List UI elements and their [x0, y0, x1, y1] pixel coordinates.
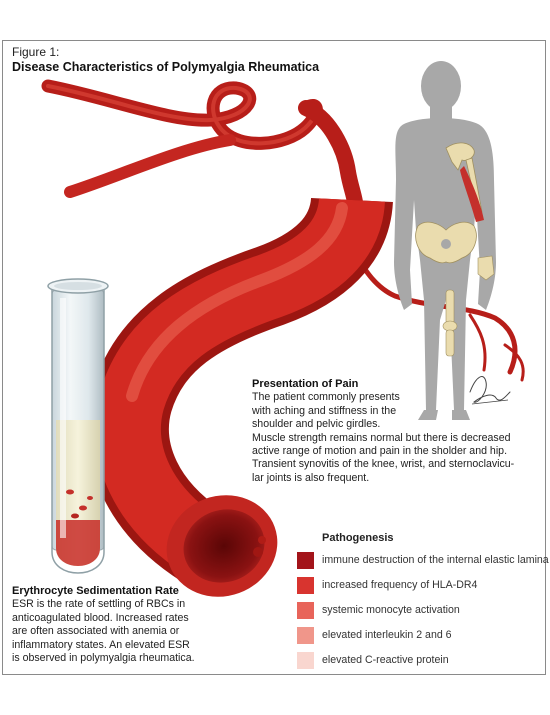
legend-swatch	[297, 552, 314, 569]
esr-line: ESR is the rate of settling of RBCs in	[12, 598, 186, 611]
esr-line: are often associated with anemia or	[12, 625, 180, 638]
legend-item: systemic monocyte activation	[297, 602, 547, 627]
pain-line: The patient commonly presents	[252, 391, 400, 404]
artery-illustration	[41, 79, 525, 597]
legend-swatch	[297, 602, 314, 619]
shoulder-bone-icon	[445, 142, 484, 222]
pain-line: lar joints is also frequent.	[252, 471, 370, 484]
esr-line: is observed in polymyalgia rheumatica.	[12, 652, 195, 665]
pathogenesis-title: Pathogenesis	[322, 532, 394, 544]
signature-icon	[469, 376, 511, 405]
pain-line: shoulder and pelvic girdles.	[252, 418, 381, 431]
pain-line: Transient synovitis of the knee, wrist, …	[252, 458, 515, 471]
legend-swatch	[297, 627, 314, 644]
esr-line: inflammatory states. An elevated ESR	[12, 638, 190, 651]
pelvis-bone-icon	[415, 221, 477, 264]
legend-item: immune destruction of the internal elast…	[297, 552, 549, 577]
pain-heading: Presentation of Pain	[252, 378, 359, 390]
esr-heading: Erythrocyte Sedimentation Rate	[12, 585, 179, 597]
legend-swatch	[297, 577, 314, 594]
pain-line: Muscle strength remains normal but there…	[252, 431, 511, 444]
legend-label: systemic monocyte activation	[322, 604, 460, 616]
figure-label: Figure 1:	[12, 45, 60, 59]
legend-label: elevated interleukin 2 and 6	[322, 629, 452, 641]
pain-section: Presentation of Pain The patient commonl…	[252, 378, 542, 485]
pathogenesis-legend: immune destruction of the internal elast…	[297, 552, 549, 677]
test-tube-icon	[47, 278, 109, 574]
hand-bone-icon	[477, 255, 495, 281]
pain-line: active range of motion and pain in the s…	[252, 445, 508, 458]
legend-item: increased frequency of HLA-DR4	[297, 577, 547, 602]
legend-label: elevated C-reactive protein	[322, 654, 449, 666]
knee-bone-icon	[442, 289, 458, 357]
esr-section: Erythrocyte Sedimentation Rate ESR is th…	[12, 585, 244, 665]
legend-label: immune destruction of the internal elast…	[322, 554, 549, 566]
legend-item: elevated C-reactive protein	[297, 652, 547, 677]
pain-line: with aching and stiffness in the	[252, 404, 397, 417]
figure-title: Disease Characteristics of Polymyalgia R…	[12, 60, 320, 74]
legend-label: increased frequency of HLA-DR4	[322, 579, 478, 591]
legend-swatch	[297, 652, 314, 669]
esr-line: anticoagulated blood. Increased rates	[12, 611, 189, 624]
legend-item: elevated interleukin 2 and 6	[297, 627, 547, 652]
